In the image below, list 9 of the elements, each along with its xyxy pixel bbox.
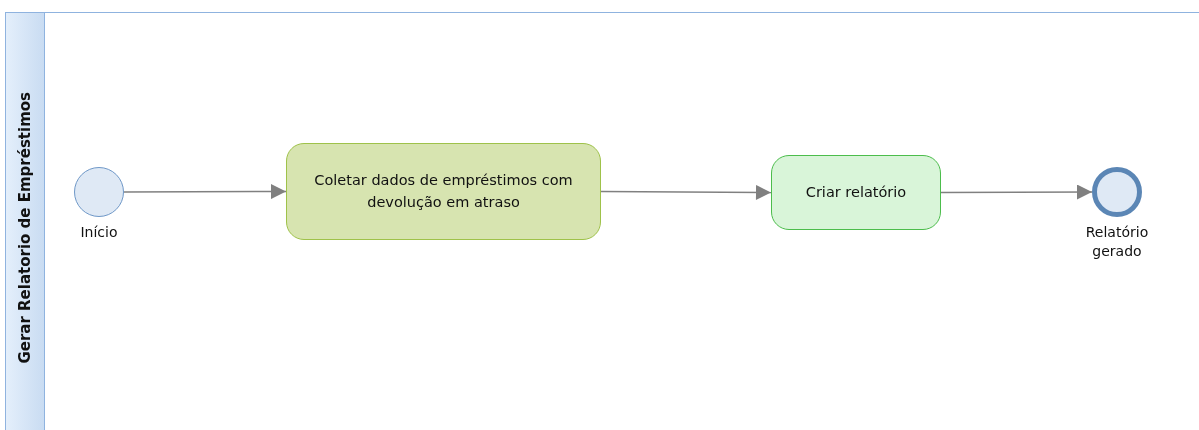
sequence-arrow xyxy=(940,184,1093,200)
task-box: Criar relatório xyxy=(771,155,941,230)
event-label: Início xyxy=(79,223,119,242)
swimlane-pool xyxy=(5,12,1199,430)
task-box: Coletar dados de empréstimos com devolução em atraso xyxy=(286,143,601,240)
sequence-arrow xyxy=(123,184,287,200)
sequence-arrow xyxy=(600,184,772,200)
lane-title: Gerar Relatorio de Empréstimos xyxy=(16,91,34,364)
event-label: Relatório gerado xyxy=(1084,223,1150,261)
